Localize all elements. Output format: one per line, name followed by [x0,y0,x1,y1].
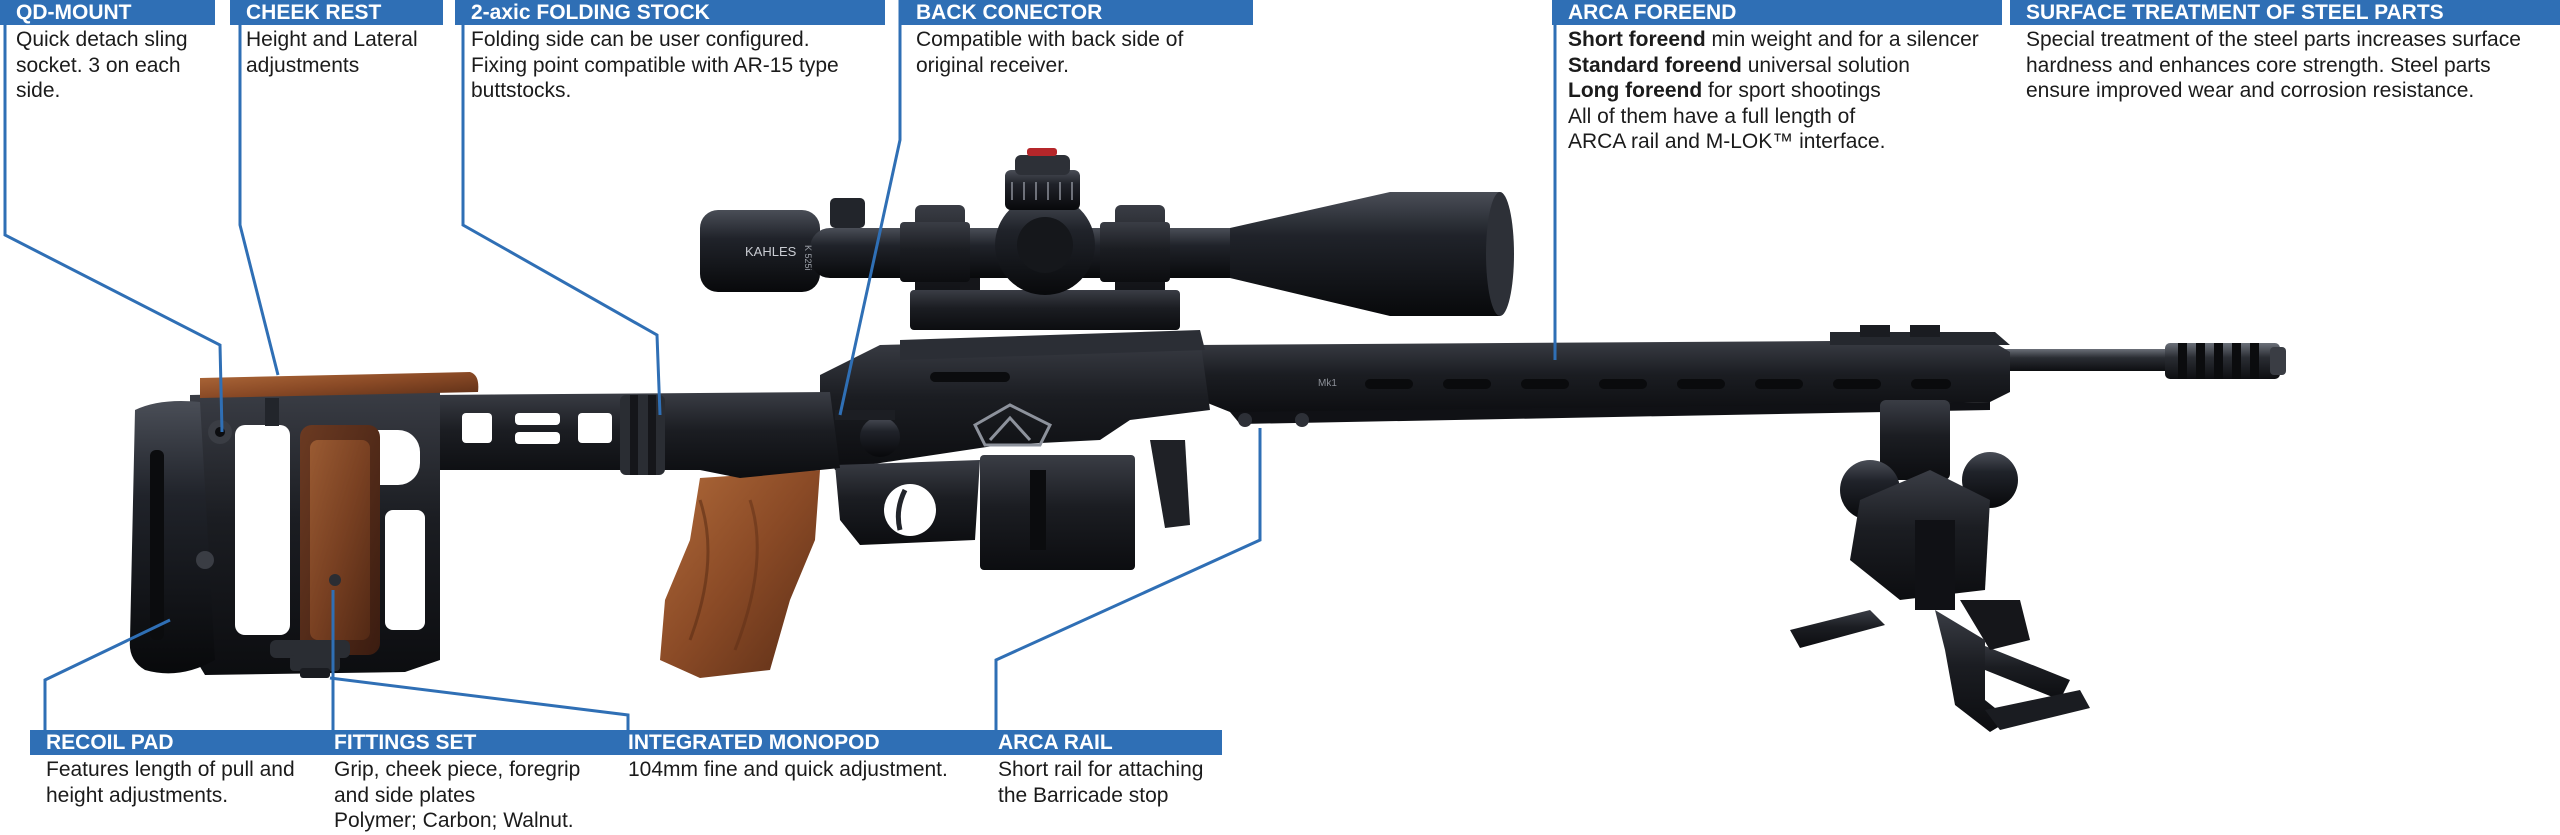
chassis-mark: Mk1 [1318,378,1337,389]
callout-arca-rail: ARCA RAIL Short rail for attaching the B… [982,730,1222,808]
callout-arca-foreend: ARCA FOREEND Short foreend min weight an… [1552,0,2002,155]
callout-qd-mount-title: QD-MOUNT [0,0,215,25]
folding-hinge [430,392,840,478]
leader-arca-rail [994,428,1262,730]
callout-recoil-pad-line: height adjustments. [46,783,229,807]
callout-arca-rail-line: the Barricade stop [998,783,1169,807]
callout-qd-mount-line: side. [16,79,61,102]
callout-cheek-rest-title: CHEEK REST [230,0,443,25]
receiver [820,330,1210,570]
callout-fittings-set-line: and side plates [334,783,476,807]
callout-recoil-pad-line: Features length of pull and [46,758,295,781]
scope: KAHLES K 525i [700,148,1514,316]
callout-folding-stock: 2-axic FOLDING STOCK Folding side can be… [455,0,885,104]
leader-monopod [329,676,630,730]
leader-folding-stock [461,0,662,416]
callout-back-connector-title: BACK CONECTOR [900,0,1253,25]
callout-folding-stock-line: Fixing point compatible with AR-15 type [471,53,839,77]
callout-cheek-rest-line: Height and Lateral [246,28,418,51]
scope-model: K 525i [803,245,813,271]
callout-qd-mount-line: socket. 3 on each [16,53,181,77]
callout-folding-stock-title: 2-axic FOLDING STOCK [455,0,885,25]
callout-surface-treatment: SURFACE TREATMENT OF STEEL PARTS Special… [2010,0,2560,104]
callout-arca-foreend-long: Long foreend for sport shootings [1568,78,2002,104]
callout-monopod: INTEGRATED MONOPOD 104mm fine and quick … [612,730,987,783]
callout-back-connector-line: original receiver. [916,53,1069,77]
pistol-grip [660,470,820,678]
callout-surface-treatment-line: ensure improved wear and corrosion resis… [2026,79,2475,102]
arca-foreend: Mk1 [1195,325,2010,427]
callout-arca-rail-line: Short rail for attaching [998,758,1204,781]
callout-fittings-set: FITTINGS SET Grip, cheek piece, foregrip… [318,730,618,834]
callout-cheek-rest: CHEEK REST Height and Lateral adjustment… [230,0,443,78]
callout-folding-stock-line: Folding side can be user configured. [471,28,810,51]
skeleton-stock [190,390,440,675]
standard-foreend-desc: universal solution [1741,53,1910,77]
integrated-monopod [290,655,340,678]
callout-arca-foreend-title: ARCA FOREEND [1552,0,2002,25]
callout-arca-foreend-short: Short foreend min weight and for a silen… [1568,27,2002,53]
standard-foreend-label: Standard foreend [1568,53,1742,77]
callout-qd-mount-line: Quick detach sling [16,28,188,51]
callout-surface-treatment-line: hardness and enhances core strength. Ste… [2026,53,2491,77]
callout-back-connector: BACK CONECTOR Compatible with back side … [900,0,1253,78]
callout-back-connector-line: Compatible with back side of [916,28,1184,51]
bipod [1790,400,2090,732]
callout-monopod-title: INTEGRATED MONOPOD [612,730,987,755]
leader-lines [3,0,1557,730]
barrel [1990,343,2286,379]
callout-fittings-set-line: Polymer; Carbon; Walnut. [334,809,574,832]
callout-qd-mount: QD-MOUNT Quick detach sling socket. 3 on… [0,0,215,104]
callout-monopod-line: 104mm fine and quick adjustment. [628,758,948,781]
callout-folding-stock-line: buttstocks. [471,79,572,102]
long-foreend-label: Long foreend [1568,79,1703,102]
callout-arca-foreend-standard: Standard foreend universal solution [1568,53,2002,79]
scope-brand: KAHLES [745,244,797,259]
callout-fittings-set-title: FITTINGS SET [318,730,618,755]
callout-fittings-set-line: Grip, cheek piece, foregrip [334,758,581,781]
short-foreend-desc: min weight and for a silencer [1705,28,1979,51]
callout-arca-foreend-line: All of them have a full length of [1568,104,1856,128]
callout-recoil-pad-title: RECOIL PAD [30,730,320,755]
callout-arca-rail-title: ARCA RAIL [982,730,1222,755]
cheek-rest [200,372,479,426]
callout-surface-treatment-title: SURFACE TREATMENT OF STEEL PARTS [2010,0,2560,25]
callout-cheek-rest-line: adjustments [246,53,360,77]
callout-surface-treatment-line: Special treatment of the steel parts inc… [2026,28,2521,51]
callout-recoil-pad: RECOIL PAD Features length of pull and h… [30,730,320,808]
leader-qd-mount [3,0,224,433]
short-foreend-label: Short foreend [1568,28,1706,51]
leader-back-connector [838,0,902,416]
callout-arca-foreend-line: ARCA rail and M-LOK™ interface. [1568,130,1886,153]
long-foreend-desc: for sport shootings [1702,79,1881,102]
recoil-pad [129,401,215,674]
leader-cheek-rest [238,0,280,376]
leader-recoil-pad [43,618,171,730]
